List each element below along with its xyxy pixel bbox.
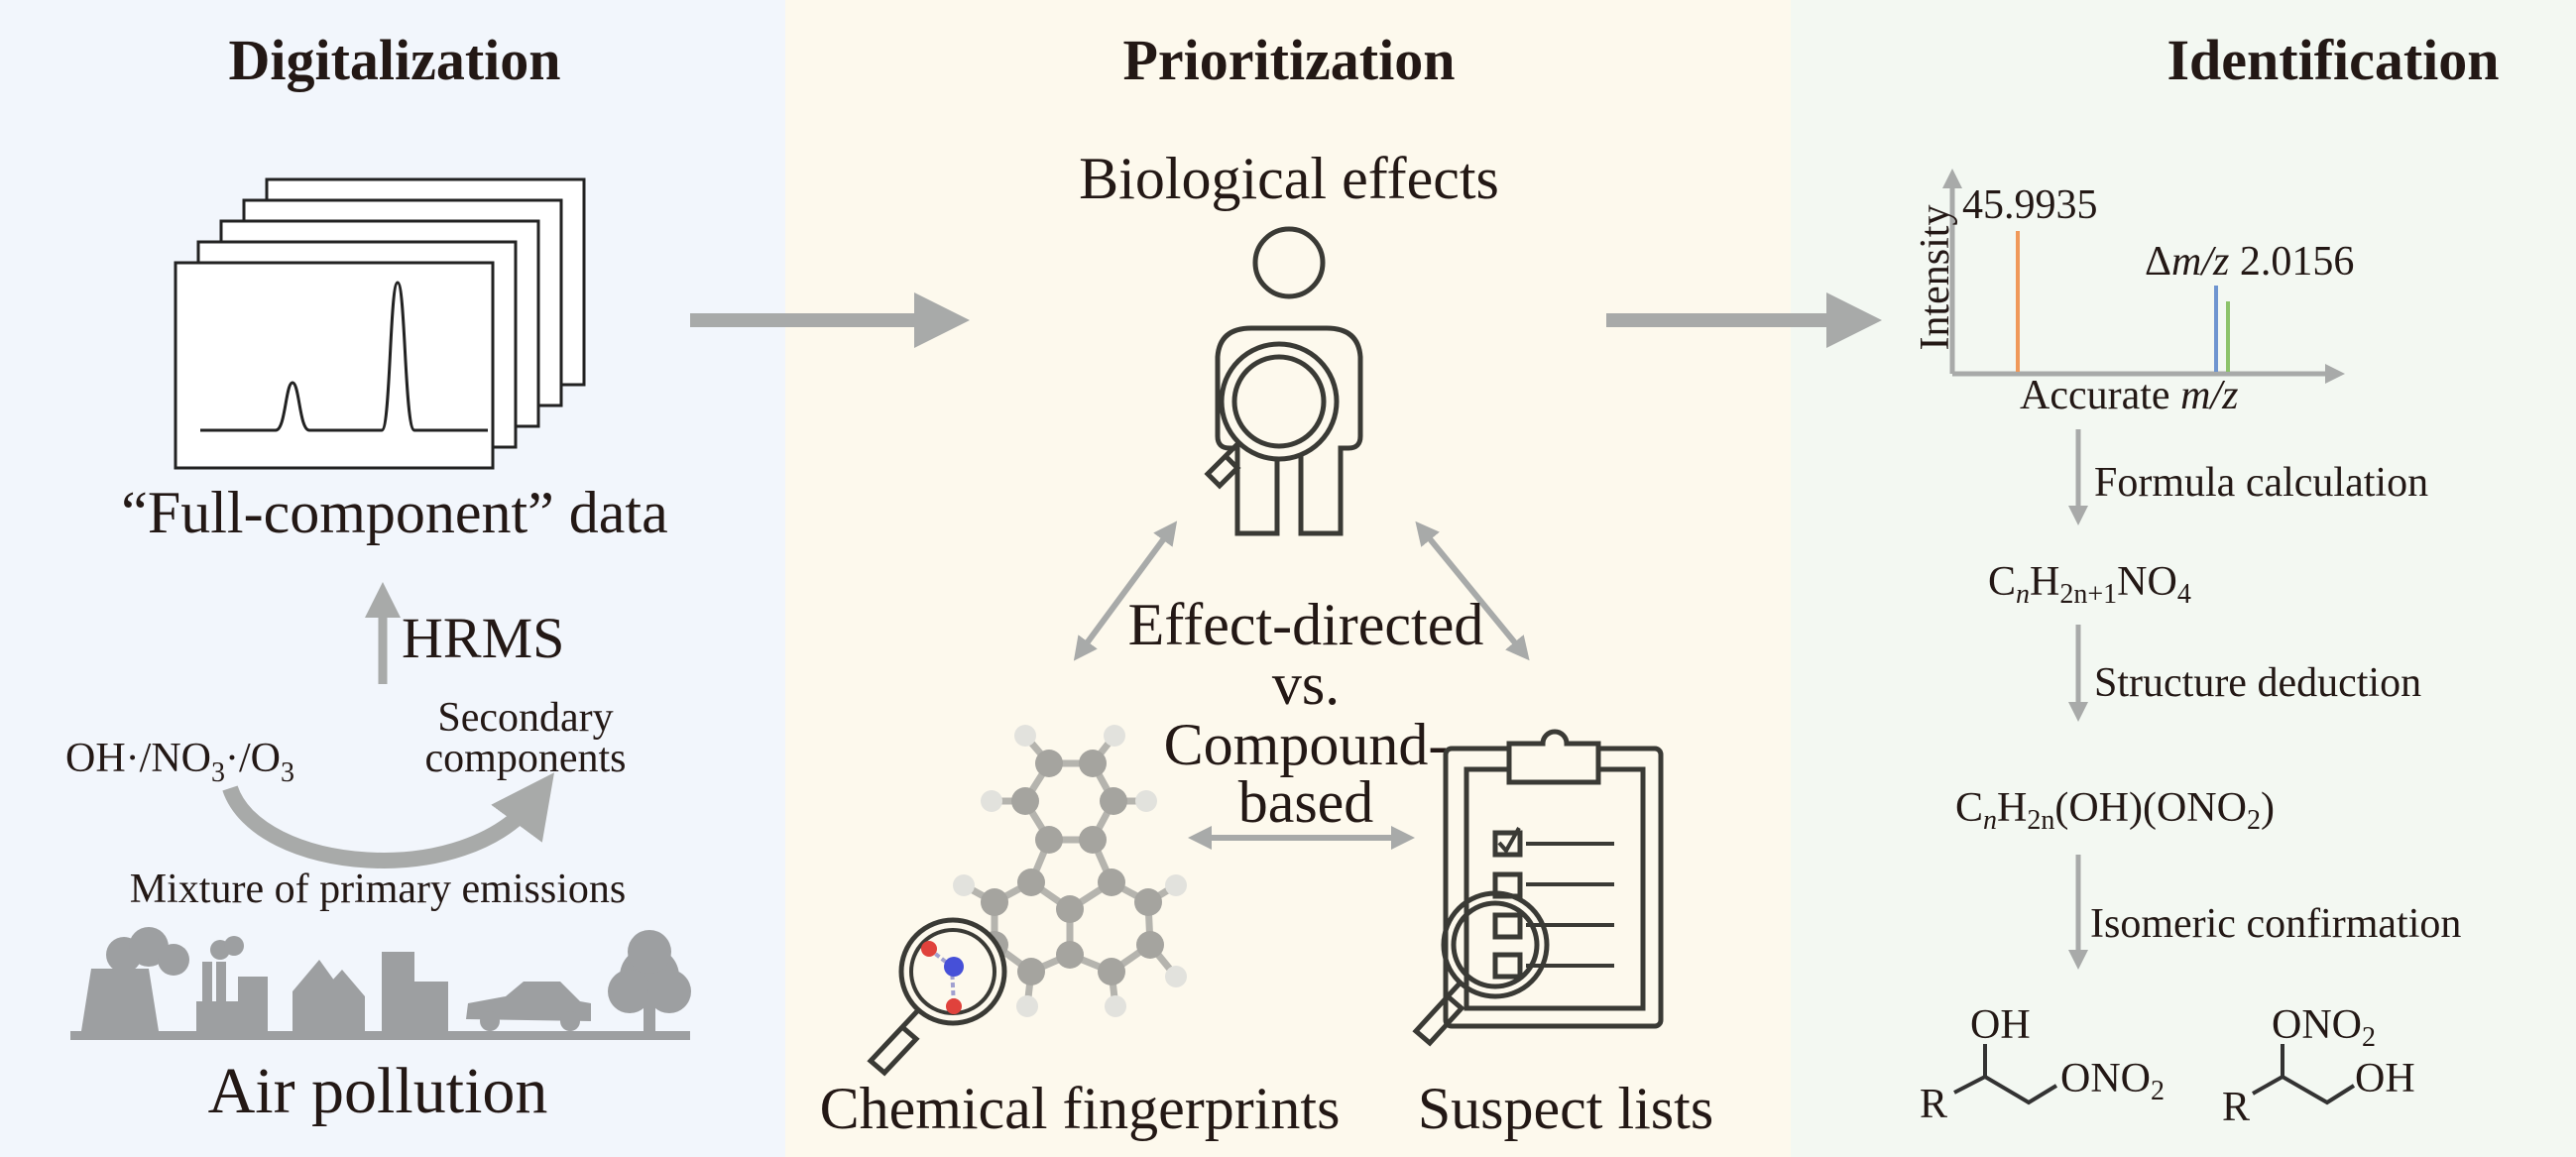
formula1: CnH2n+1NO4	[1988, 559, 2191, 610]
nitro-magnifier-icon	[867, 917, 1007, 1077]
mixture-label: Mixture of primary emissions	[130, 867, 626, 912]
chromatogram-stack-icon	[174, 177, 586, 470]
air-pollution-label: Air pollution	[208, 1055, 548, 1127]
mass-spectrum: Intensity 45.9935 Δm/z 2.0156 Accurate m…	[1913, 169, 2354, 418]
prioritization-title: Prioritization	[1122, 28, 1455, 92]
identification-panel	[1791, 0, 2576, 1157]
chemical-fingerprints-label: Chemical fingerprints	[820, 1076, 1341, 1141]
center-label-line2: vs.	[1272, 651, 1340, 717]
bio-suspect-double-arrow	[1415, 521, 1530, 661]
identification-title: Identification	[2166, 28, 2499, 92]
svg-text:ONO2: ONO2	[2272, 1002, 2376, 1053]
full-component-data-label: “Full-component” data	[121, 480, 667, 545]
structure-deduction-label: Structure deduction	[2094, 660, 2421, 706]
y-axis-label: Intensity	[1913, 205, 1958, 351]
x-axis-label: Accurate m/z	[2020, 373, 2238, 418]
bio-fingerprints-double-arrow	[1073, 521, 1178, 661]
clipboard-checklist-icon	[1412, 729, 1664, 1047]
center-label-line4: based	[1238, 769, 1374, 835]
svg-text:OH: OH	[2355, 1056, 2415, 1101]
svg-text:R: R	[2222, 1085, 2250, 1130]
oxidants-label: OH·/NO3·/O3	[65, 736, 294, 788]
digitalization-title: Digitalization	[228, 28, 560, 92]
center-label-line3: Compound-	[1164, 712, 1449, 777]
svg-text:ONO2: ONO2	[2060, 1056, 2165, 1106]
isomer-2-structure: R ONO2 OH	[2222, 1002, 2415, 1130]
formula2: CnH2n(OH)(ONO2)	[1955, 785, 2275, 836]
secondary-components-line1: Secondary	[437, 695, 613, 741]
secondary-components-line2: components	[425, 736, 627, 781]
center-label-line1: Effect-directed	[1128, 592, 1484, 657]
person-magnifier-icon	[1204, 226, 1363, 536]
peak-label: 45.9935	[1962, 182, 2098, 228]
isomeric-confirmation-label: Isomeric confirmation	[2090, 901, 2461, 947]
hrms-label: HRMS	[402, 606, 564, 670]
biological-effects-label: Biological effects	[1079, 146, 1499, 211]
svg-text:R: R	[1920, 1082, 1947, 1127]
formula-calculation-label: Formula calculation	[2094, 460, 2428, 506]
svg-text:OH: OH	[1970, 1002, 2031, 1048]
suspect-lists-label: Suspect lists	[1418, 1076, 1713, 1141]
city-skyline-icon	[70, 927, 691, 1040]
delta-mz-label: Δm/z 2.0156	[2145, 239, 2354, 285]
isomer-1-structure: R OH ONO2	[1920, 1002, 2165, 1127]
reaction-curved-arrow	[222, 772, 555, 868]
